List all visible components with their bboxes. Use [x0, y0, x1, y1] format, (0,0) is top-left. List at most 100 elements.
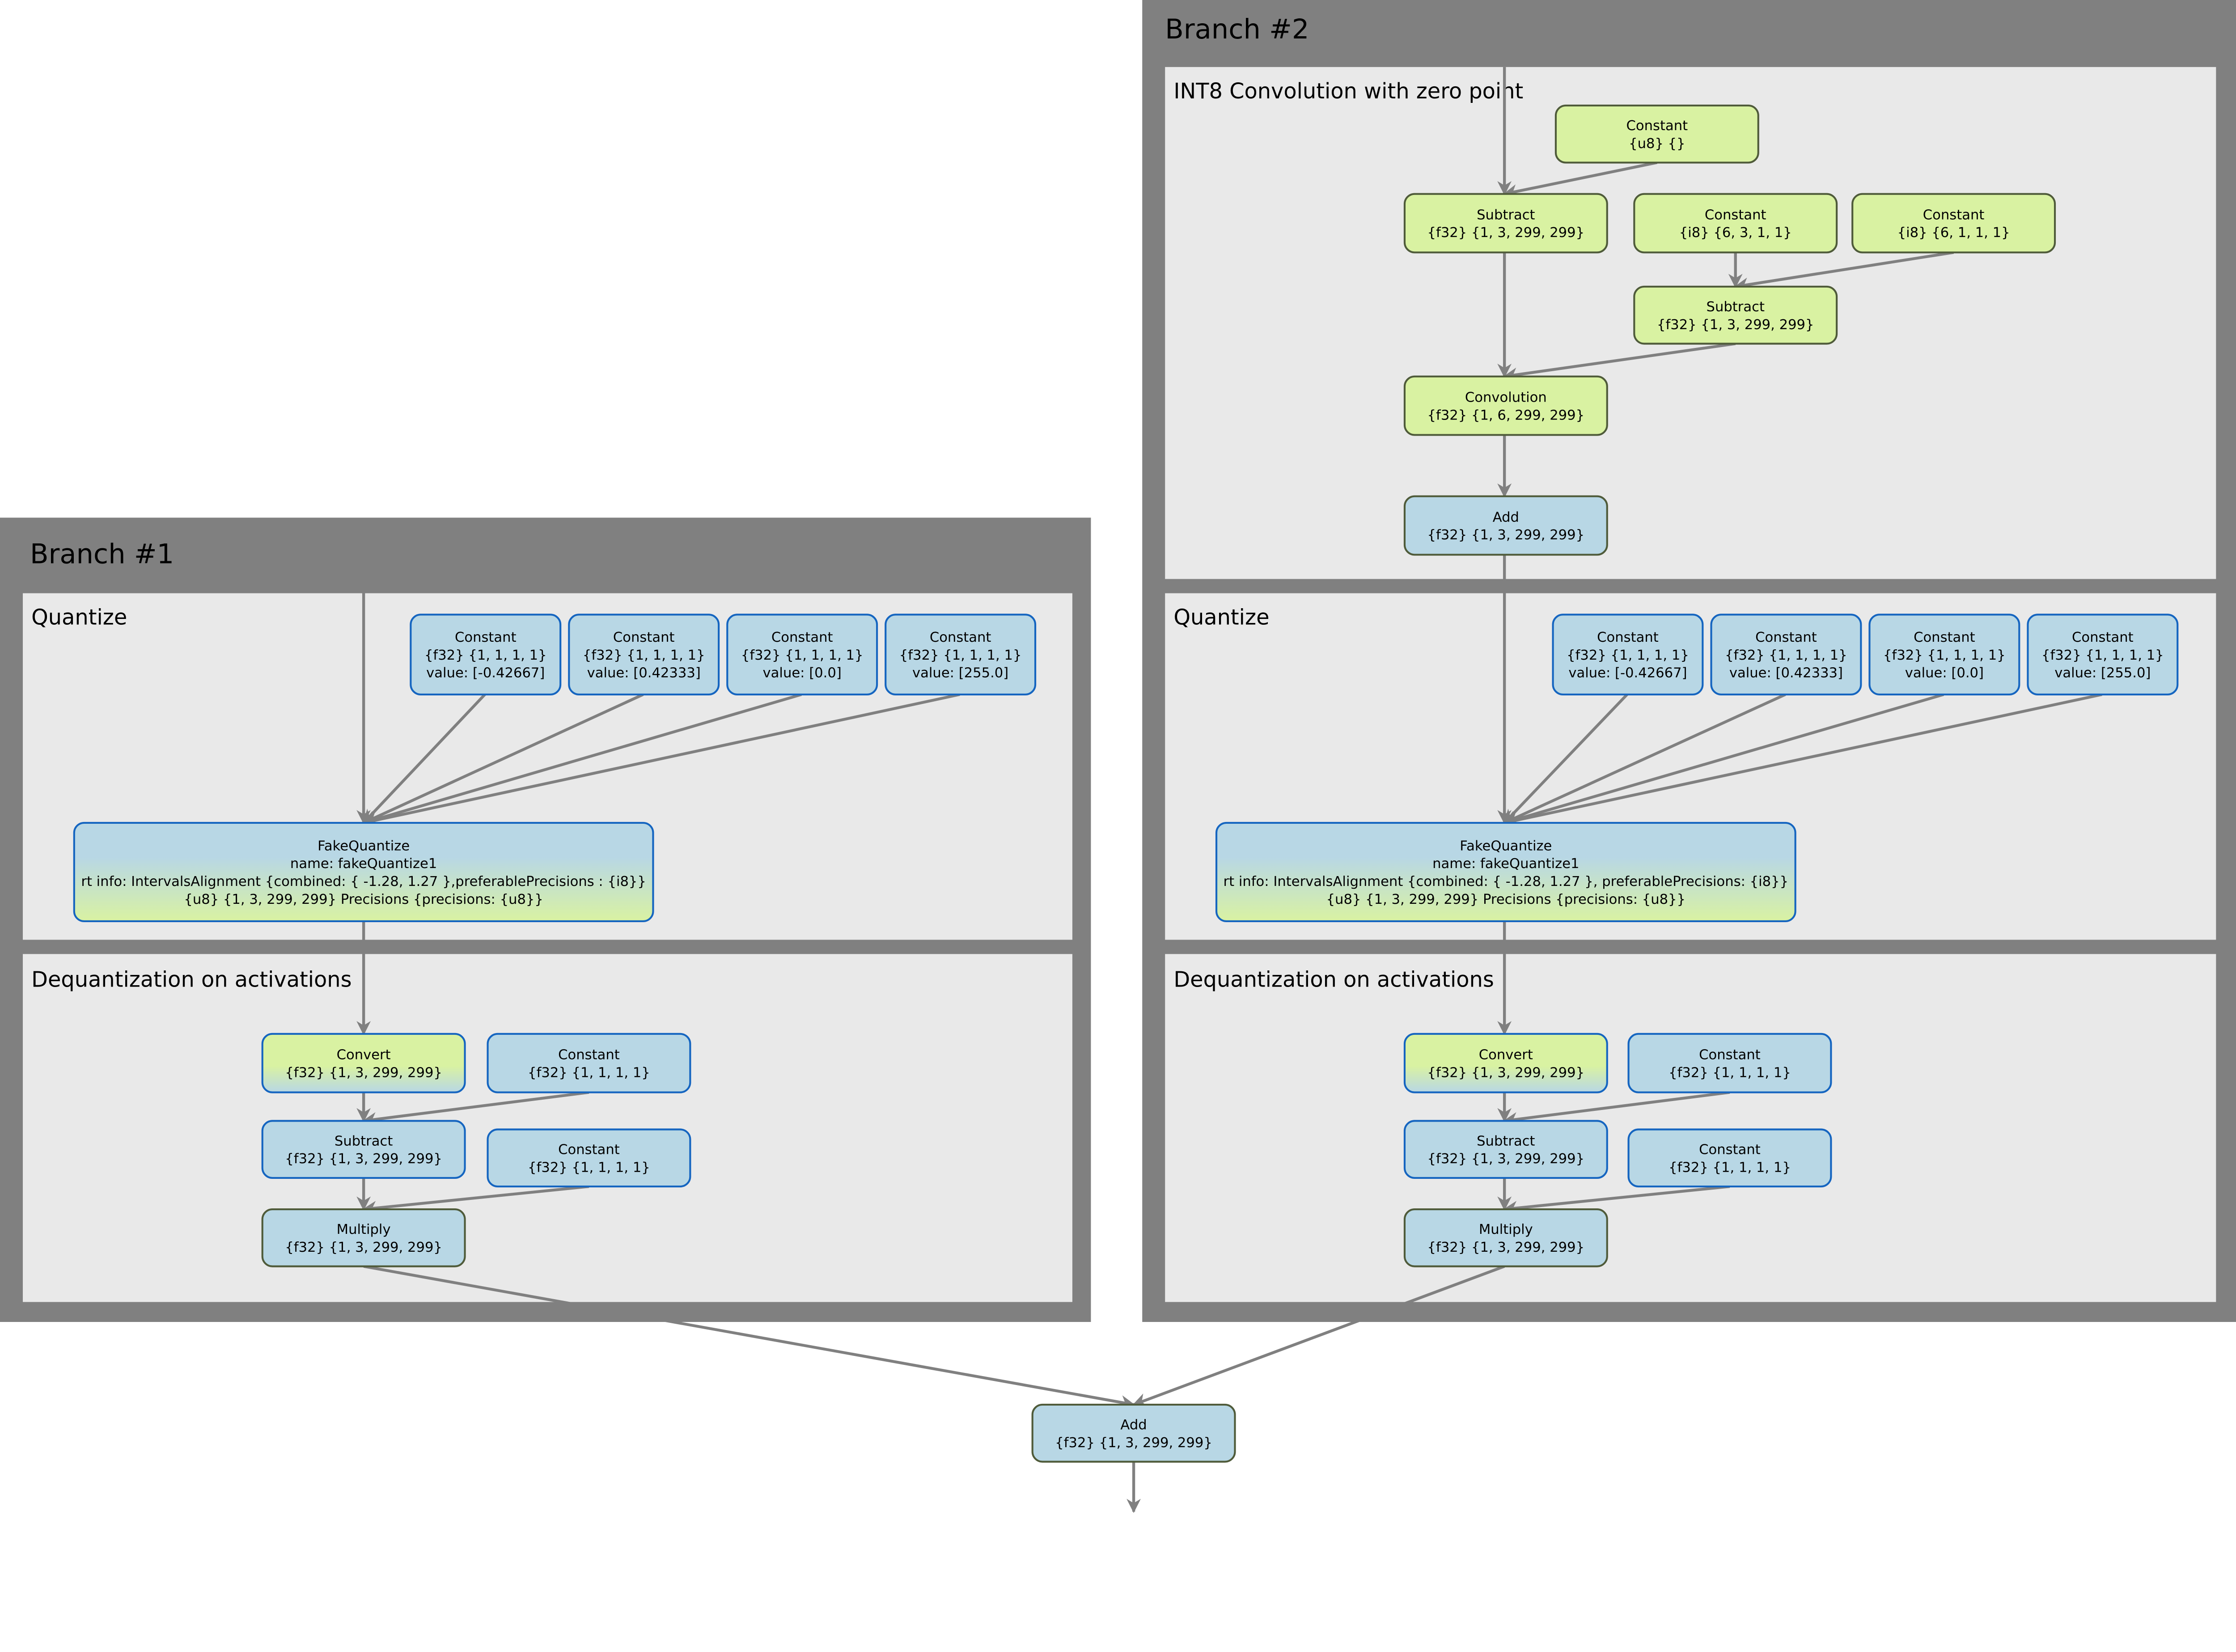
edge-arrow	[1503, 693, 2102, 827]
branch-1-title: Branch #1	[30, 539, 174, 570]
edge-arrow	[1503, 342, 1736, 382]
node-box	[1215, 822, 1796, 923]
node-detail: {f32} {1, 3, 299, 299}	[285, 1240, 442, 1255]
node-box	[261, 1033, 466, 1093]
node-op-label: Convert	[337, 1047, 391, 1063]
node-branch1-dc1[interactable]: Constant {f32} {1, 1, 1, 1}	[487, 1033, 691, 1093]
node-box	[487, 1033, 691, 1093]
node-op-label: Constant	[558, 1047, 620, 1063]
node-branch2-wzp[interactable]: Constant{i8} {6, 1, 1, 1}	[1851, 193, 2056, 254]
node-op-label: Constant	[1597, 630, 1659, 645]
node-op-label: Multiply	[337, 1222, 391, 1237]
edges	[356, 67, 2102, 1513]
node-branch2-sub[interactable]: Subtract {f32} {1, 3, 299, 299}	[1403, 1120, 1608, 1179]
edge-arrow	[362, 1185, 589, 1216]
node-detail: {f32} {1, 1, 1, 1}	[583, 648, 705, 663]
node-box	[885, 614, 1037, 696]
node-box	[568, 614, 720, 696]
node-branch1-c3[interactable]: Constant{f32} {1, 1, 1, 1}value: [0.0]	[726, 614, 878, 696]
node-branch1-c4[interactable]: Constant{f32} {1, 1, 1, 1}value: [255.0]	[885, 614, 1037, 696]
edge-arrow	[1503, 1185, 1730, 1216]
node-op-label: Convert	[1479, 1047, 1533, 1063]
node-detail: {f32} {1, 1, 1, 1}	[528, 1065, 650, 1080]
node-detail: {u8} {1, 3, 299, 299} Precisions {precis…	[184, 892, 543, 907]
node-box	[1031, 1403, 1236, 1463]
node-detail: value: [255.0]	[2054, 665, 2151, 681]
node-detail: {f32} {1, 1, 1, 1}	[899, 648, 1022, 663]
edge-arrow	[1734, 251, 1954, 292]
node-branch2-sub1[interactable]: Subtract {f32} {1, 3, 299, 299}	[1403, 193, 1608, 254]
node-branch2-c3[interactable]: Constant{f32} {1, 1, 1, 1}value: [0.0]	[1868, 614, 2020, 696]
node-box	[1403, 375, 1608, 436]
node-box	[1403, 1033, 1608, 1093]
node-box	[410, 614, 562, 696]
node-branch2-mul[interactable]: Multiply {f32} {1, 3, 299, 299}	[1403, 1208, 1608, 1267]
node-detail: {f32} {1, 3, 299, 299}	[1055, 1435, 1212, 1451]
node-box	[261, 1120, 466, 1179]
edge-arrow	[362, 693, 960, 827]
node-op-label: Add	[1493, 509, 1519, 525]
edge-arrow	[363, 1265, 1135, 1410]
branch-2-int8-title: INT8 Convolution with zero point	[1173, 79, 1523, 104]
node-box	[1633, 285, 1838, 345]
node-branch1-convert[interactable]: Convert{f32} {1, 3, 299, 299}	[261, 1033, 466, 1093]
branch-1-dequant-title: Dequantization on activations	[31, 968, 351, 992]
node-detail: {f32} {1, 3, 299, 299}	[1427, 1151, 1585, 1167]
edge-arrow	[1503, 693, 1944, 826]
edge-arrow	[362, 1091, 589, 1127]
node-op-label: FakeQuantize	[1460, 838, 1552, 854]
node-box	[1868, 614, 2020, 696]
node-detail: {f32} {1, 1, 1, 1}	[741, 648, 864, 663]
branch-1-quantize-title: Quantize	[31, 606, 127, 630]
node-branch1-mul[interactable]: Multiply {f32} {1, 3, 299, 299}	[261, 1208, 466, 1267]
node-branch2-dc2[interactable]: Constant{f32} {1, 1, 1, 1}	[1627, 1128, 1832, 1188]
node-detail: {f32} {1, 1, 1, 1}	[1567, 648, 1689, 663]
node-detail: value: [0.0]	[1905, 665, 1984, 681]
node-op-label: Constant	[613, 630, 675, 645]
node-branch2-sub2[interactable]: Subtract{f32} {1, 3, 299, 299}	[1633, 285, 1838, 345]
node-output-add[interactable]: Add{f32} {1, 3, 299, 299}	[1031, 1403, 1236, 1463]
node-branch1-c2[interactable]: Constant{f32} {1, 1, 1, 1}value: [0.4233…	[568, 614, 720, 696]
edge-arrow	[1503, 693, 1628, 824]
node-branch2-c2[interactable]: Constant{f32} {1, 1, 1, 1}value: [0.4233…	[1710, 614, 1862, 696]
branch-1-dequant-panel	[23, 954, 1072, 1302]
node-detail: {f32} {1, 3, 299, 299}	[1427, 1240, 1585, 1255]
node-branch2-dc1[interactable]: Constant{f32} {1, 1, 1, 1}	[1627, 1033, 1832, 1093]
node-branch1-sub[interactable]: Subtract{f32} {1, 3, 299, 299}	[261, 1120, 466, 1179]
node-detail: {f32} {1, 3, 299, 299}	[1427, 225, 1585, 241]
edge-arrow	[362, 693, 802, 826]
node-branch1-c1[interactable]: Constant{f32} {1, 1, 1, 1}value: [-0.426…	[410, 614, 562, 696]
node-op-label: Convolution	[1465, 390, 1547, 405]
node-branch2-convert[interactable]: Convert{f32} {1, 3, 299, 299}	[1403, 1033, 1608, 1093]
nodes: Constant {f32} {1, 1, 1, 1} value: [-0.426…	[73, 104, 2179, 1463]
node-box	[1554, 104, 1759, 164]
node-branch1-dc2[interactable]: Constant{f32} {1, 1, 1, 1}	[487, 1128, 691, 1188]
node-detail: {f32} {1, 1, 1, 1}	[1669, 1160, 1791, 1175]
node-detail: value: [-0.42667]	[1568, 665, 1687, 681]
node-box	[261, 1208, 466, 1267]
node-op-label: Constant	[771, 630, 833, 645]
node-branch2-c1[interactable]: Constant {f32} {1, 1, 1, 1} value: [-0.426…	[1552, 614, 1704, 696]
node-op-label: Multiply	[1479, 1222, 1533, 1237]
node-box	[1851, 193, 2056, 254]
node-branch2-add[interactable]: Add {f32} {1, 3, 299, 299}	[1403, 495, 1608, 556]
branch-2-title: Branch #2	[1165, 14, 1309, 45]
node-box	[1627, 1128, 1832, 1188]
node-box	[73, 822, 654, 923]
node-branch2-conv[interactable]: Convolution{f32} {1, 6, 299, 299}	[1403, 375, 1608, 436]
node-op-label: Subtract	[1477, 1133, 1535, 1149]
node-box	[726, 614, 878, 696]
node-op-label: FakeQuantize	[318, 838, 410, 854]
node-op-label: Subtract	[1477, 207, 1535, 223]
node-branch2-zp[interactable]: Constant{u8} {}	[1554, 104, 1759, 164]
node-op-label: Subtract	[1707, 299, 1765, 315]
node-detail: rt info: IntervalsAlignment {combined: {…	[81, 874, 646, 890]
node-detail: {u8} {}	[1629, 136, 1685, 152]
node-branch2-w[interactable]: Constant{i8} {6, 3, 1, 1}	[1633, 193, 1838, 254]
node-op-label: Subtract	[335, 1133, 393, 1149]
node-detail: {f32} {1, 3, 299, 299}	[1427, 527, 1585, 543]
edge-arrow	[1503, 693, 1786, 824]
node-branch2-c4[interactable]: Constant{f32} {1, 1, 1, 1}value: [255.0]	[2027, 614, 2179, 696]
